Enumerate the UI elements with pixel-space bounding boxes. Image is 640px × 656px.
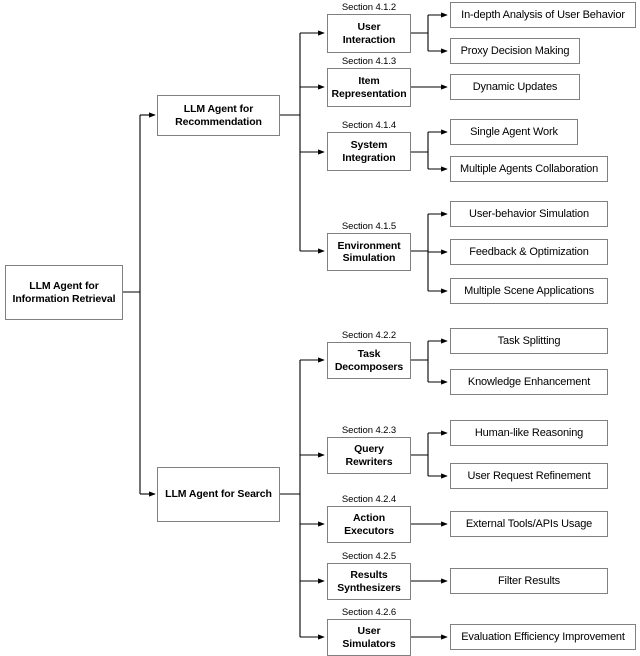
- node-root-line2: Information Retrieval: [12, 292, 116, 305]
- section-label-environment-simulation: Section 4.1.5: [341, 221, 397, 232]
- node-user-simulators-line1: User: [357, 625, 381, 638]
- leaf-user-behavior-simulation[interactable]: User-behavior Simulation: [450, 201, 608, 227]
- leaf-dynamic-updates[interactable]: Dynamic Updates: [450, 74, 580, 100]
- node-results-synthesizers-line1: Results: [350, 569, 388, 582]
- leaf-evaluation-efficiency-improvement[interactable]: Evaluation Efficiency Improvement: [450, 624, 636, 650]
- leaf-multiple-agents-collaboration[interactable]: Multiple Agents Collaboration: [450, 156, 608, 182]
- node-task-decomposers[interactable]: Task Decomposers: [327, 342, 411, 379]
- node-task-decomposers-line1: Task: [357, 348, 381, 361]
- leaf-external-tools-apis-usage[interactable]: External Tools/APIs Usage: [450, 511, 608, 537]
- section-label-user-simulators: Section 4.2.6: [341, 607, 397, 618]
- node-results-synthesizers[interactable]: Results Synthesizers: [327, 563, 411, 600]
- node-user-interaction-line2: Interaction: [342, 33, 396, 46]
- node-item-representation-line2: Representation: [331, 87, 407, 100]
- section-label-task-decomposers: Section 4.2.2: [341, 330, 397, 341]
- node-environment-simulation[interactable]: Environment Simulation: [327, 233, 411, 271]
- leaf-single-agent-work[interactable]: Single Agent Work: [450, 119, 578, 145]
- node-task-decomposers-line2: Decomposers: [334, 360, 404, 373]
- leaf-knowledge-enhancement[interactable]: Knowledge Enhancement: [450, 369, 608, 395]
- node-recommendation-line1: LLM Agent for: [183, 103, 254, 116]
- node-environment-simulation-line1: Environment: [337, 239, 401, 252]
- node-llm-agent-search[interactable]: LLM Agent for Search: [157, 467, 280, 522]
- node-user-simulators-line2: Simulators: [342, 637, 396, 650]
- node-user-interaction[interactable]: User Interaction: [327, 14, 411, 53]
- node-item-representation-line1: Item: [358, 75, 380, 88]
- node-system-integration-line2: Integration: [342, 151, 396, 164]
- section-label-system-integration: Section 4.1.4: [341, 120, 397, 131]
- node-recommendation-line2: Recommendation: [175, 115, 262, 128]
- section-label-user-interaction: Section 4.1.2: [341, 2, 397, 13]
- node-system-integration-line1: System: [350, 139, 388, 152]
- node-action-executors-line2: Executors: [344, 524, 394, 537]
- node-query-rewriters-line1: Query: [354, 443, 384, 456]
- section-label-item-representation: Section 4.1.3: [341, 56, 397, 67]
- node-root-line1: LLM Agent for: [29, 280, 99, 293]
- node-environment-simulation-line2: Simulation: [342, 252, 396, 264]
- leaf-human-like-reasoning[interactable]: Human-like Reasoning: [450, 420, 608, 446]
- node-action-executors[interactable]: Action Executors: [327, 506, 411, 543]
- node-user-interaction-line1: User: [357, 21, 381, 34]
- leaf-in-depth-analysis-of-user-behavior[interactable]: In-depth Analysis of User Behavior: [450, 2, 636, 28]
- node-user-simulators[interactable]: User Simulators: [327, 619, 411, 656]
- node-query-rewriters[interactable]: Query Rewriters: [327, 437, 411, 474]
- node-system-integration[interactable]: System Integration: [327, 132, 411, 171]
- leaf-multiple-scene-applications[interactable]: Multiple Scene Applications: [450, 278, 608, 304]
- section-label-action-executors: Section 4.2.4: [341, 494, 397, 505]
- node-action-executors-line1: Action: [352, 512, 386, 525]
- leaf-task-splitting[interactable]: Task Splitting: [450, 328, 608, 354]
- leaf-user-request-refinement[interactable]: User Request Refinement: [450, 463, 608, 489]
- node-llm-agent-recommendation[interactable]: LLM Agent for Recommendation: [157, 95, 280, 136]
- node-item-representation[interactable]: Item Representation: [327, 68, 411, 107]
- node-search-line1: LLM Agent for Search: [165, 488, 272, 501]
- leaf-filter-results[interactable]: Filter Results: [450, 568, 608, 594]
- node-root[interactable]: LLM Agent for Information Retrieval: [5, 265, 123, 320]
- section-label-query-rewriters: Section 4.2.3: [341, 425, 397, 436]
- section-label-results-synthesizers: Section 4.2.5: [341, 551, 397, 562]
- node-results-synthesizers-line2: Synthesizers: [337, 581, 401, 594]
- leaf-proxy-decision-making[interactable]: Proxy Decision Making: [450, 38, 580, 64]
- node-query-rewriters-line2: Rewriters: [345, 455, 393, 468]
- leaf-feedback-and-optimization[interactable]: Feedback & Optimization: [450, 239, 608, 265]
